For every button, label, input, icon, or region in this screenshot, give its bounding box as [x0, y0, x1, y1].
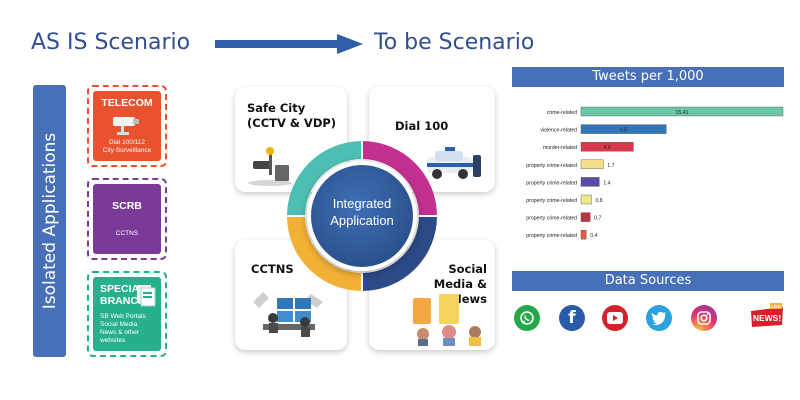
value-label: 4.0	[604, 145, 611, 151]
special-branch-card-body: SPECIAL BRANCH SB Web Portals Social Med…	[93, 277, 161, 351]
scrb-card-body: SCRB CCTNS	[93, 184, 161, 254]
bar	[580, 194, 592, 205]
telecom-sub: Dial 100/112 City Surveillance	[102, 139, 152, 154]
whatsapp-icon[interactable]	[514, 305, 540, 331]
safe-city-label: Safe City (CCTV & VDP)	[247, 101, 337, 130]
integrated-application-label: Integrated Application	[330, 196, 394, 228]
value-label: 6.5	[620, 128, 627, 134]
instagram-icon[interactable]	[691, 305, 717, 331]
category-label: property crime-related	[526, 216, 577, 222]
bar	[580, 229, 587, 240]
live-label: LIVE	[771, 304, 781, 309]
special-branch-card[interactable]: SPECIAL BRANCH SB Web Portals Social Med…	[87, 271, 167, 357]
bar	[580, 177, 600, 187]
value-label: 1.4	[603, 180, 610, 186]
cctns-label: CCTNS	[251, 262, 294, 276]
bar	[580, 159, 604, 169]
scrb-title: SCRB	[112, 200, 142, 212]
news-label: NEWS!	[753, 313, 782, 323]
bar	[580, 212, 591, 222]
dial100-tile[interactable]: Dial 100	[369, 87, 495, 192]
category-label: violence-related	[540, 128, 577, 134]
isolated-applications-label: Isolated Applications	[39, 132, 60, 310]
people-with-phones-icon	[413, 294, 481, 346]
telecom-card[interactable]: TELECOM Dial 100/112 City Surveillance	[87, 85, 167, 167]
category-label: property crime-related	[526, 233, 577, 239]
bar	[580, 106, 784, 117]
tweets-title: Tweets per 1,000	[512, 67, 784, 87]
category-label: property crime-related	[526, 198, 577, 204]
to-be-heading: To be Scenario	[374, 30, 535, 55]
live-news-icon[interactable]: LIVE NEWS!	[749, 303, 785, 329]
value-label: 0.4	[590, 233, 597, 239]
isolated-applications-bar: Isolated Applications	[33, 85, 66, 357]
value-label: 15.41	[676, 110, 689, 116]
police-car-icon	[427, 147, 481, 179]
youtube-icon[interactable]	[602, 305, 628, 331]
data-sources-title: Data Sources	[512, 271, 784, 291]
value-label: 1.7	[607, 163, 614, 169]
facebook-icon[interactable]: f	[559, 305, 585, 331]
category-label: property crime-related	[526, 180, 577, 186]
bar	[580, 124, 667, 134]
category-label: murder-related	[543, 145, 577, 151]
as-is-heading: AS IS Scenario	[31, 30, 191, 55]
special-branch-sub: SB Web Portals Social Media News & other…	[100, 313, 146, 344]
monitoring-room-icon	[253, 292, 323, 337]
scrb-card[interactable]: SCRB CCTNS	[87, 178, 167, 260]
special-branch-title: SPECIAL BRANCH	[100, 283, 146, 307]
category-label: property crime-related	[526, 163, 577, 169]
social-media-label: Social Media & News	[433, 262, 487, 306]
dial100-label: Dial 100	[395, 119, 449, 133]
cctv-icon	[113, 117, 139, 135]
cctv-camera-icon	[248, 147, 292, 186]
tweets-bar-chart: crime-related 15.41 violence-related 6.5 mur…	[526, 106, 784, 240]
twitter-icon[interactable]	[646, 305, 672, 331]
bar	[580, 142, 634, 152]
safe-city-tile[interactable]: Safe City (CCTV & VDP)	[235, 87, 347, 192]
scrb-sub: CCTNS	[115, 230, 139, 237]
documents-icon	[137, 285, 156, 307]
category-label: crime-related	[547, 110, 577, 116]
integrated-application-hub[interactable]: Integrated Application	[307, 161, 417, 271]
value-label: 0.7	[594, 216, 601, 222]
telecom-title: TELECOM	[101, 97, 153, 109]
value-label: 0.8	[595, 198, 602, 204]
telecom-card-body: TELECOM Dial 100/112 City Surveillance	[93, 91, 161, 161]
arrow-right-icon	[215, 34, 363, 54]
